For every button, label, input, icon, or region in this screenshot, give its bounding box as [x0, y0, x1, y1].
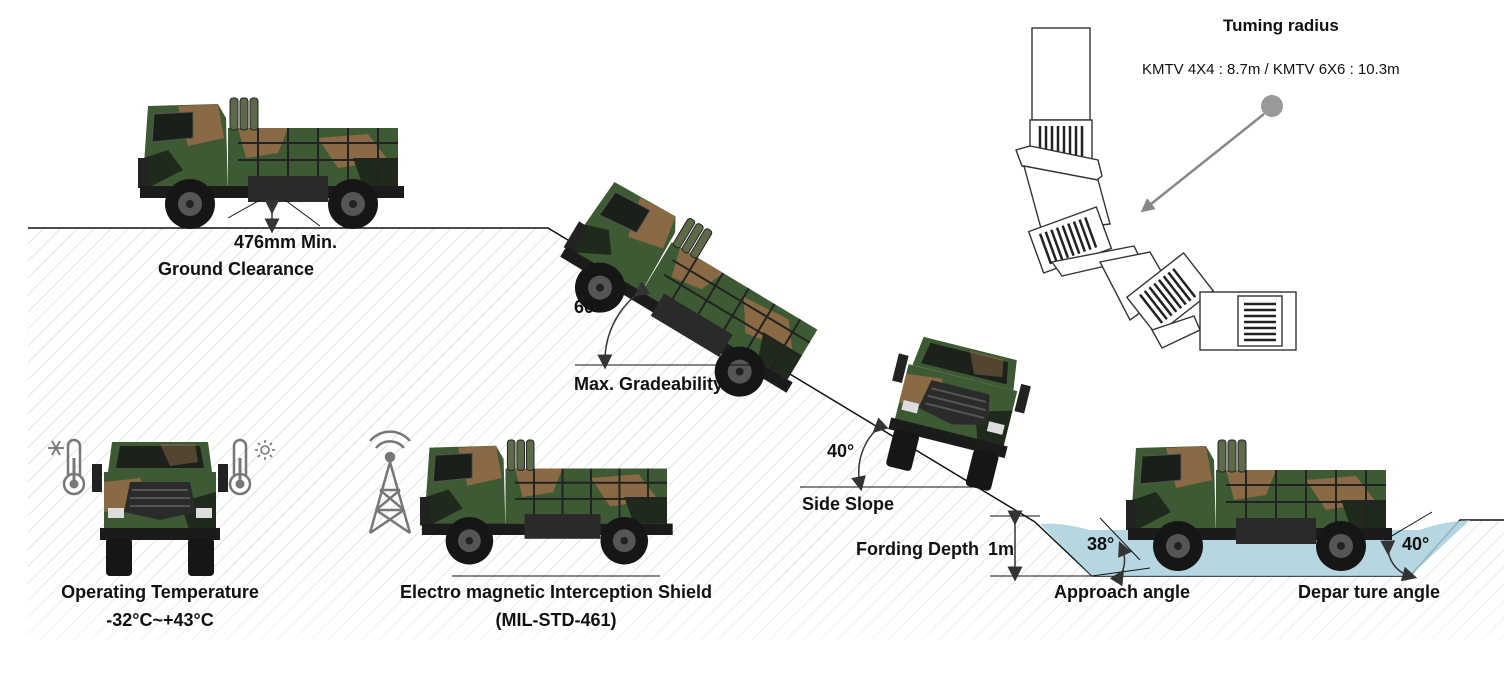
side-slope-angle: 40°: [827, 441, 855, 461]
antenna-tower-icon: [368, 430, 412, 535]
operating-temperature-group: [48, 438, 275, 577]
sun-icon: [255, 440, 275, 460]
turning-radius-detail: KMTV 4X4 : 8.7m / KMTV 6X6 : 10.3m: [1142, 61, 1400, 78]
fording-depth-label: Fording Depth: [856, 539, 979, 559]
departure-arc-icon: [1380, 540, 1418, 582]
ground-clearance-truck: [137, 97, 405, 230]
plan-trailer-1: [1031, 27, 1091, 121]
ground-clearance-label: Ground Clearance: [158, 259, 315, 279]
departure-angle-label: Depar ture angle: [1298, 582, 1441, 602]
ground-clearance-value: 476mm Min.: [234, 232, 338, 252]
ground-clearance-group: [137, 97, 405, 234]
turning-radius-plan: [1015, 27, 1297, 351]
gradeability-arc-icon: [597, 281, 651, 370]
approach-departure-group: [1091, 439, 1433, 587]
gradeability-label: Max. Gradeability: [574, 374, 724, 394]
turning-radius-title: Tuming radius: [1223, 16, 1339, 35]
em-shield-standard: (MIL-STD-461): [495, 610, 617, 630]
approach-angle-label: Approach angle: [1054, 582, 1191, 602]
operating-temperature-range: -32°C~+43°C: [106, 610, 214, 630]
gradeability-angle: 60°: [574, 297, 602, 317]
side-slope-arc-icon: [851, 417, 889, 492]
fording-depth-value: 1m: [988, 539, 1015, 559]
departure-angle-value: 40°: [1402, 534, 1430, 554]
side-slope-group: [800, 331, 1038, 496]
em-shield-group: [368, 430, 674, 577]
gradeability-group: [541, 169, 840, 421]
fording-group: [990, 510, 1092, 582]
em-shield-label: Electro magnetic Interception Shield: [399, 582, 713, 602]
approach-angle-value: 38°: [1087, 534, 1115, 554]
terrain: [0, 227, 1504, 699]
operating-temperature-label: Operating Temperature: [61, 582, 259, 602]
turning-radius-arrow-icon: [1140, 95, 1283, 213]
snowflake-icon: [48, 440, 64, 456]
side-slope-label: Side Slope: [802, 494, 895, 514]
approach-arc-icon: [1109, 541, 1132, 587]
